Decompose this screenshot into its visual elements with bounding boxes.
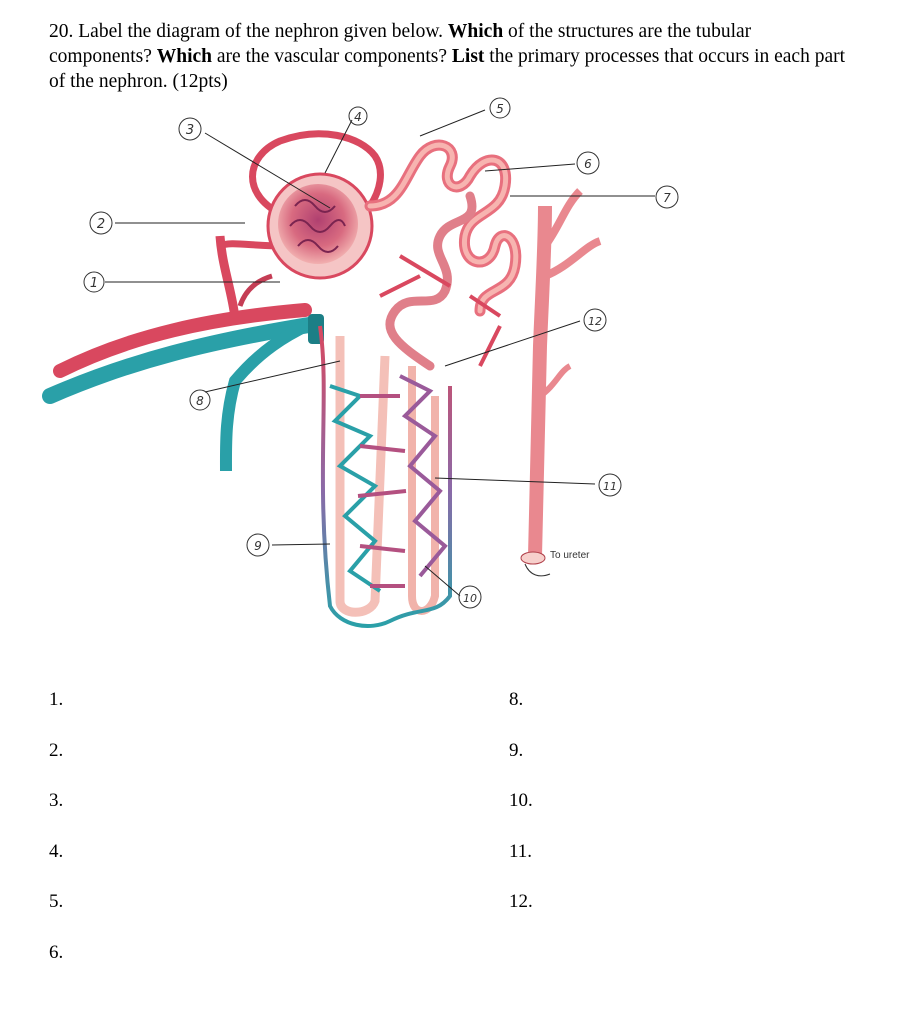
- answer-label-10: 10.: [509, 790, 533, 811]
- answer-label-2: 2.: [49, 740, 64, 761]
- question-number: 20.: [49, 21, 74, 42]
- callout-5: 5: [489, 97, 511, 119]
- svg-text:8: 8: [196, 394, 204, 408]
- callout-3: 3: [178, 117, 202, 141]
- svg-text:7: 7: [663, 191, 671, 205]
- callout-4: 4: [348, 106, 368, 126]
- answer-label-1: 1.: [49, 689, 64, 710]
- svg-text:6: 6: [584, 157, 592, 171]
- callout-6: 6: [576, 151, 600, 175]
- svg-text:1: 1: [90, 276, 98, 291]
- glomerulus: [266, 172, 374, 280]
- ureter-arrow: [524, 563, 551, 577]
- callout-12: 12: [583, 308, 607, 332]
- svg-text:11: 11: [603, 480, 617, 493]
- svg-text:2: 2: [97, 217, 105, 232]
- question-text: 20. Label the diagram of the nephron giv…: [49, 21, 846, 92]
- callout-11: 11: [598, 473, 622, 497]
- callout-8: 8: [189, 389, 211, 411]
- answer-label-5: 5.: [49, 891, 64, 912]
- peritubular-capillaries: [318, 254, 502, 628]
- ureter-label: To ureter: [550, 550, 590, 561]
- answer-label-8: 8.: [509, 689, 524, 710]
- svg-text:3: 3: [186, 123, 194, 138]
- callout-1: 1: [83, 271, 105, 293]
- callout-7: 7: [655, 185, 679, 209]
- answer-label-3: 3.: [49, 790, 64, 811]
- nephron-diagram: 1 2 3 4 5 6 7 8 9 10 11 12: [42, 97, 679, 628]
- answer-label-11: 11.: [509, 841, 533, 862]
- svg-text:9: 9: [254, 539, 262, 553]
- renal-vein: [42, 314, 324, 472]
- callout-2: 2: [89, 211, 113, 235]
- callout-10: 10: [458, 585, 482, 609]
- efferent-arteriole: [249, 130, 384, 220]
- svg-text:5: 5: [496, 102, 504, 116]
- distal-convoluted-tubule: [385, 191, 477, 371]
- loop-of-henle: [335, 336, 390, 617]
- svg-text:10: 10: [463, 592, 477, 605]
- answer-label-6: 6.: [49, 942, 64, 963]
- answer-label-12: 12.: [509, 891, 533, 912]
- collecting-duct: [520, 188, 602, 565]
- answer-label-9: 9.: [509, 740, 524, 761]
- svg-text:4: 4: [354, 110, 362, 124]
- answer-label-4: 4.: [49, 841, 64, 862]
- svg-text:12: 12: [588, 315, 602, 328]
- callout-9: 9: [246, 533, 270, 557]
- leader-lines: [105, 109, 655, 597]
